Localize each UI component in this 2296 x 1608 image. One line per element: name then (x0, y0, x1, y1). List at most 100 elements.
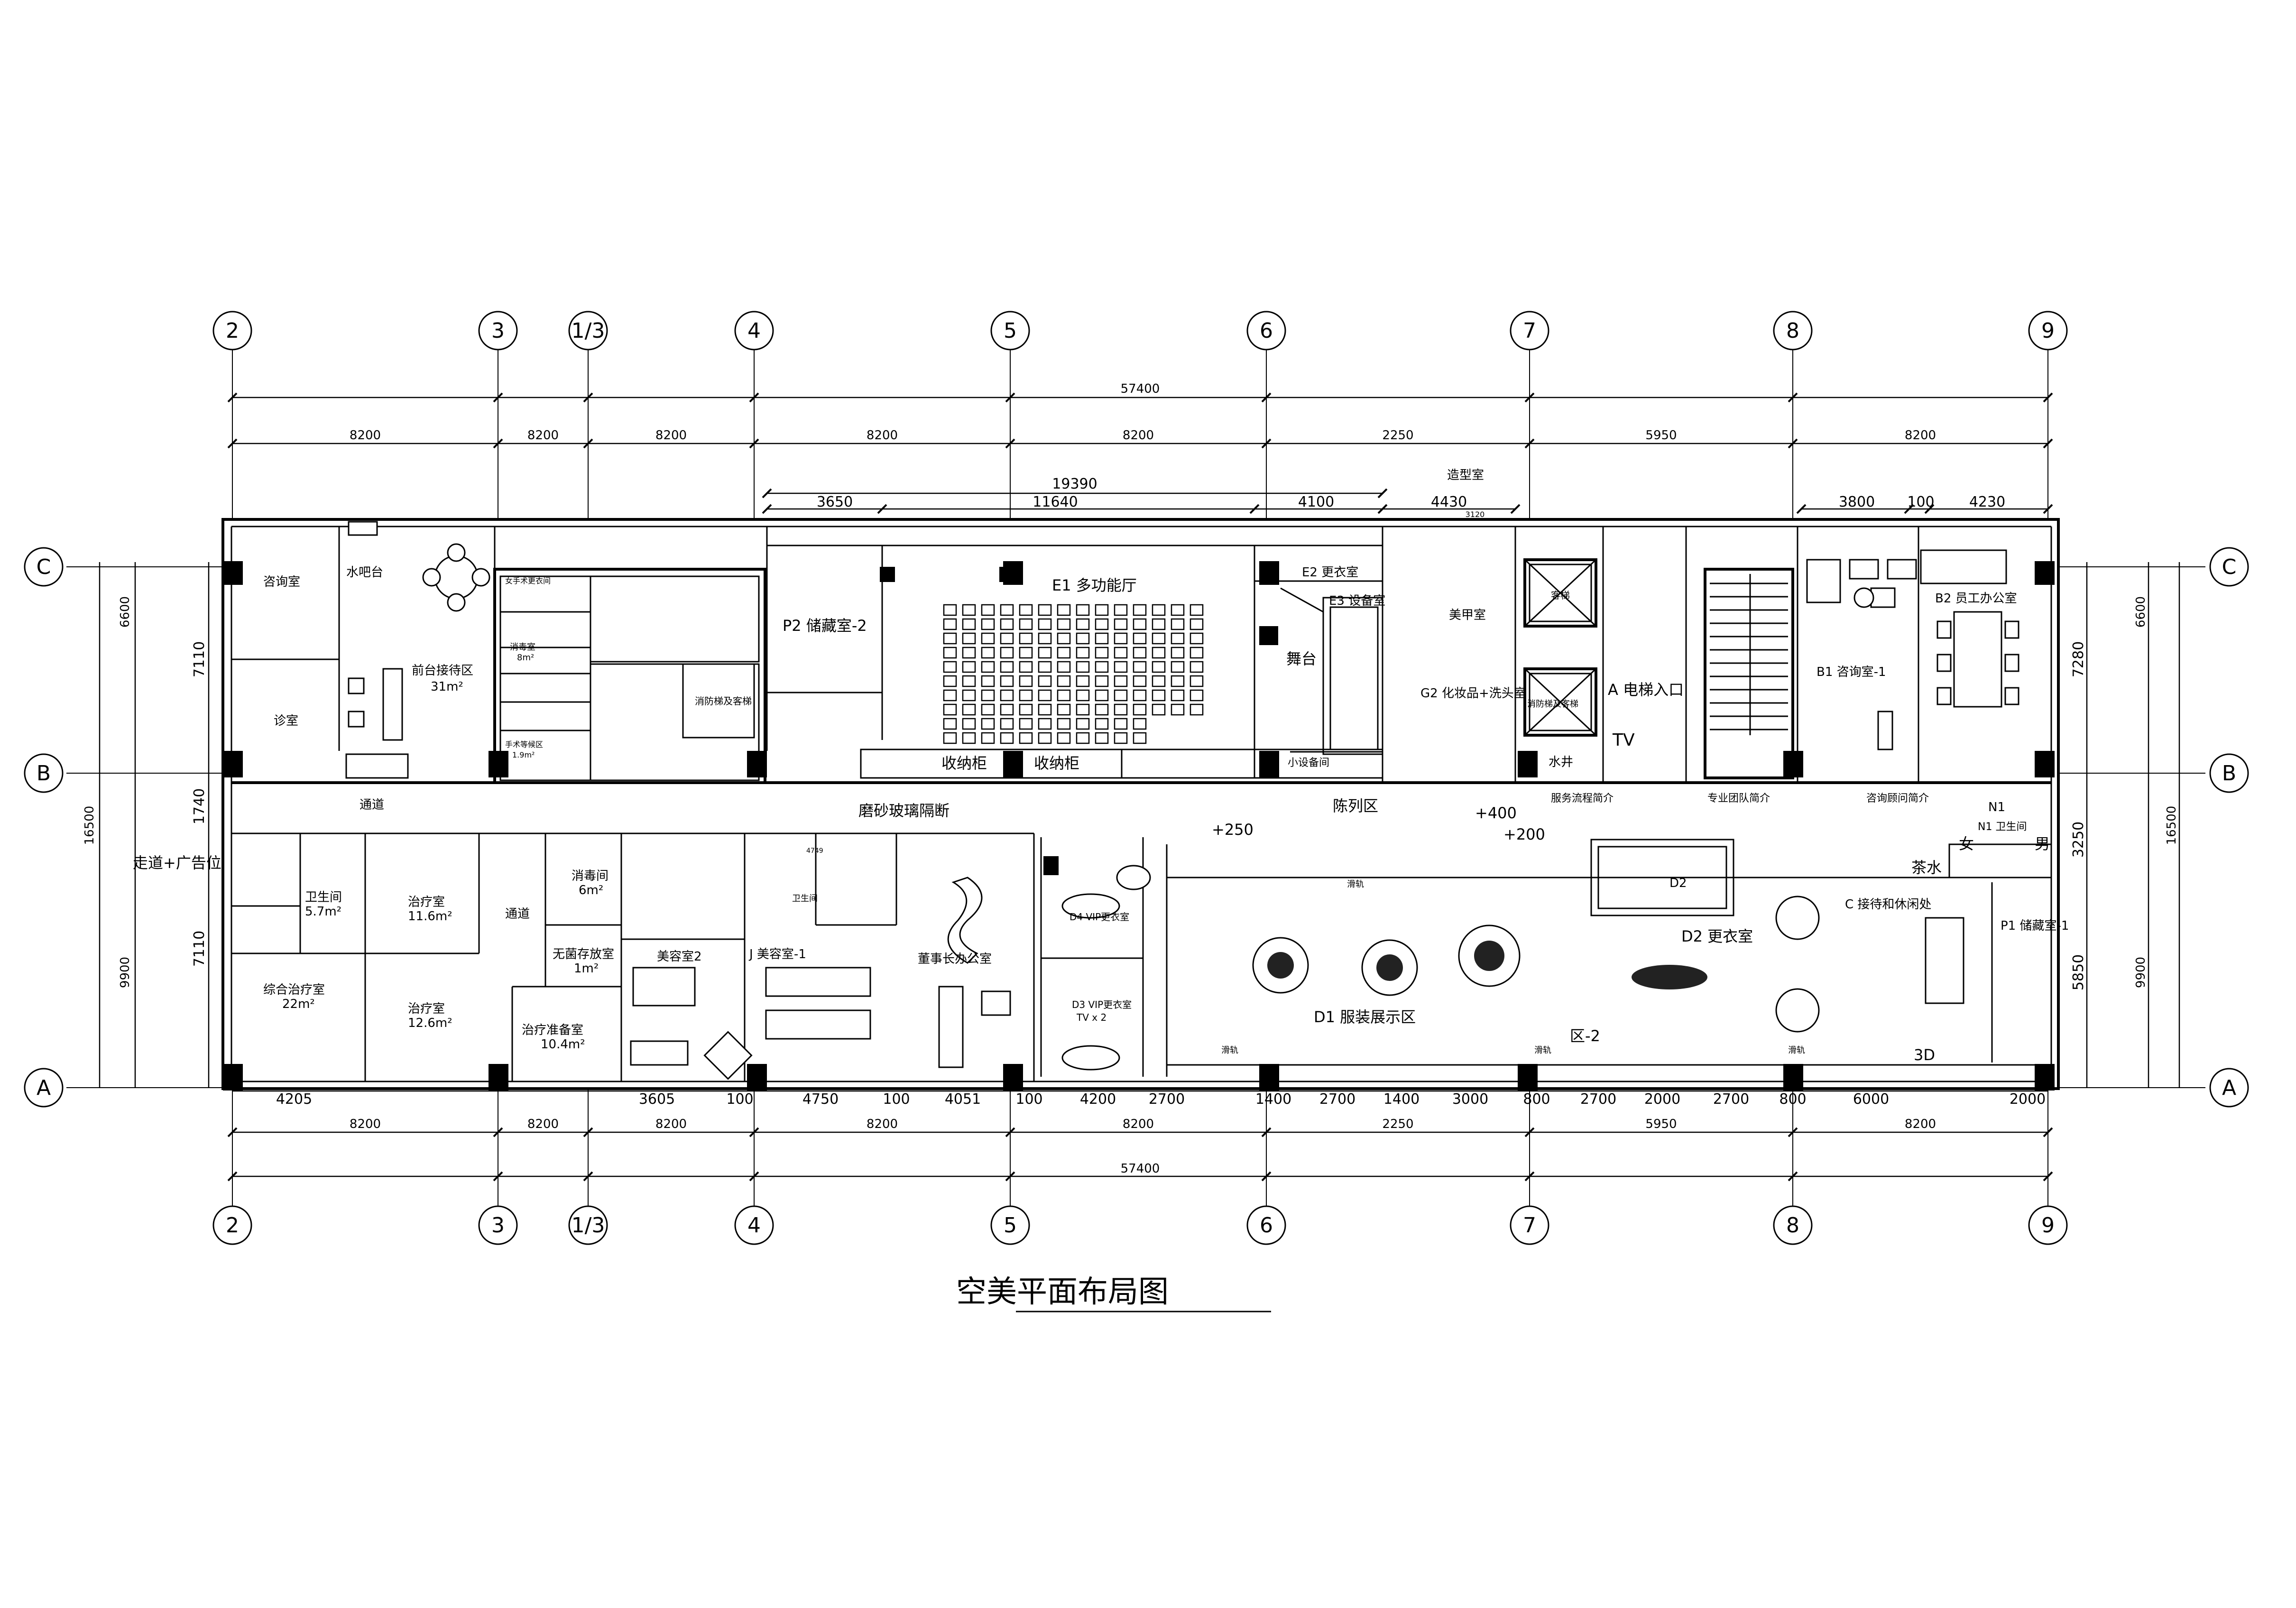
label-meirong2: 美容室2 (657, 950, 702, 964)
seat (1114, 647, 1128, 659)
seat (1019, 732, 1033, 744)
label-zhiliao2-area: 12.6m² (408, 1016, 452, 1030)
seat (1152, 618, 1166, 630)
axis-bubble (24, 753, 64, 793)
seat (1171, 618, 1185, 630)
dim-bottom-detail: 1400 (1255, 1091, 1291, 1108)
dim-right-6600: 6600 (2134, 596, 2148, 628)
dim-tick (1261, 392, 1272, 403)
dim-bottom-detail: 4051 (945, 1091, 981, 1108)
seat (1057, 718, 1071, 730)
axis-label: B (37, 761, 51, 786)
dim-bottom-detail: 100 (1015, 1091, 1042, 1108)
dim-bottom-span: 8200 (527, 1117, 559, 1131)
axis-bubble (478, 1205, 518, 1245)
seat (1133, 703, 1147, 716)
dim-bottom-detail: 3000 (1452, 1091, 1488, 1108)
label-zonghe: 综合治疗室 (263, 983, 325, 997)
label-e3: E3 设备室 (1329, 594, 1385, 608)
axis-label: 1/3 (572, 319, 605, 343)
left-axis-bubbles: CBA (24, 547, 64, 1108)
dim-tick (2043, 504, 2053, 514)
dim-top-span: 8200 (1905, 428, 1936, 443)
seat (1171, 675, 1185, 687)
label-qiantai: 前台接待区 (412, 664, 473, 678)
seat (962, 647, 976, 659)
seat (943, 632, 957, 645)
axis-label: A (37, 1076, 51, 1100)
seat (1133, 661, 1147, 673)
seat (943, 732, 957, 744)
axis-label: 7 (1523, 1213, 1536, 1238)
dim-tick (227, 438, 238, 449)
label-chashui: 茶水 (1911, 859, 1942, 877)
axis-bubble (990, 1205, 1030, 1245)
outer-walls (221, 518, 2060, 1090)
dim-bottom-detail: 2000 (1644, 1091, 1680, 1108)
drawing-title: 空美平面布局图 (956, 1275, 1169, 1310)
seat (1133, 647, 1147, 659)
seat (1038, 689, 1052, 702)
seat (962, 732, 976, 744)
seat (1133, 718, 1147, 730)
seat (1114, 732, 1128, 744)
label-guodao1: 通道 (360, 798, 384, 812)
dim-left-7110a: 7110 (191, 641, 208, 677)
axis-label: 3 (491, 319, 505, 343)
seat (1171, 604, 1185, 616)
label-zixunshi: 咨询室 (263, 575, 300, 589)
seat (1189, 661, 1204, 673)
label-huagui1: 滑轨 (1221, 1045, 1238, 1055)
dim-right-3250: 3250 (2070, 822, 2087, 858)
label-nan: 男 (2035, 835, 2050, 853)
vertical-grid-lines (232, 349, 2048, 1207)
zaoxing-label: 造型室 (1447, 468, 1484, 482)
axis-bubble (1246, 311, 1286, 351)
dim-left-6600: 6600 (118, 596, 132, 628)
label-zhiliao2: 治疗室 (408, 1002, 445, 1016)
dim-top-total: 57400 (1121, 382, 1160, 396)
axis-bubble (568, 1205, 608, 1245)
dim-bottom-detail: 2700 (1149, 1091, 1185, 1108)
label-mosha: 磨砂玻璃隔断 (858, 802, 950, 820)
seat (1095, 604, 1109, 616)
seat (1171, 703, 1185, 716)
seat (1076, 689, 1090, 702)
seat (1019, 703, 1033, 716)
dim-3120: 3120 (1466, 510, 1485, 519)
label-xiaodu: 消毒室 (510, 642, 535, 652)
dim-right-7280: 7280 (2070, 641, 2087, 677)
seat (1152, 703, 1166, 716)
structural-columns (223, 561, 2055, 1090)
dim-tick (749, 1171, 759, 1182)
seat (1038, 718, 1052, 730)
dim-tick (1377, 488, 1388, 499)
seat (1000, 675, 1014, 687)
seat (1019, 689, 1033, 702)
seat (943, 604, 957, 616)
seat (1133, 675, 1147, 687)
label-b2: B2 员工办公室 (1935, 591, 2017, 606)
seat (981, 604, 995, 616)
dim-tick (1249, 504, 1260, 514)
dim-tick (1510, 504, 1521, 514)
axis-bubble (2209, 1068, 2249, 1108)
dim-tick (762, 504, 772, 514)
seat (981, 675, 995, 687)
seat (1057, 632, 1071, 645)
seat (962, 618, 976, 630)
seat (1000, 732, 1014, 744)
dim-tick (877, 504, 887, 514)
dim-right-5850: 5850 (2070, 954, 2087, 990)
axis-label: A (2222, 1076, 2236, 1100)
dim-bottom-detail: 2700 (1713, 1091, 1749, 1108)
axis-label: 8 (1786, 1213, 1799, 1238)
seat (1038, 661, 1052, 673)
seat (1076, 632, 1090, 645)
dim-left-16500: 16500 (83, 806, 97, 845)
label-chucang2: P2 储藏室-2 (783, 617, 867, 635)
seat (1095, 703, 1109, 716)
dim-bottom-span: 5950 (1645, 1117, 1677, 1131)
